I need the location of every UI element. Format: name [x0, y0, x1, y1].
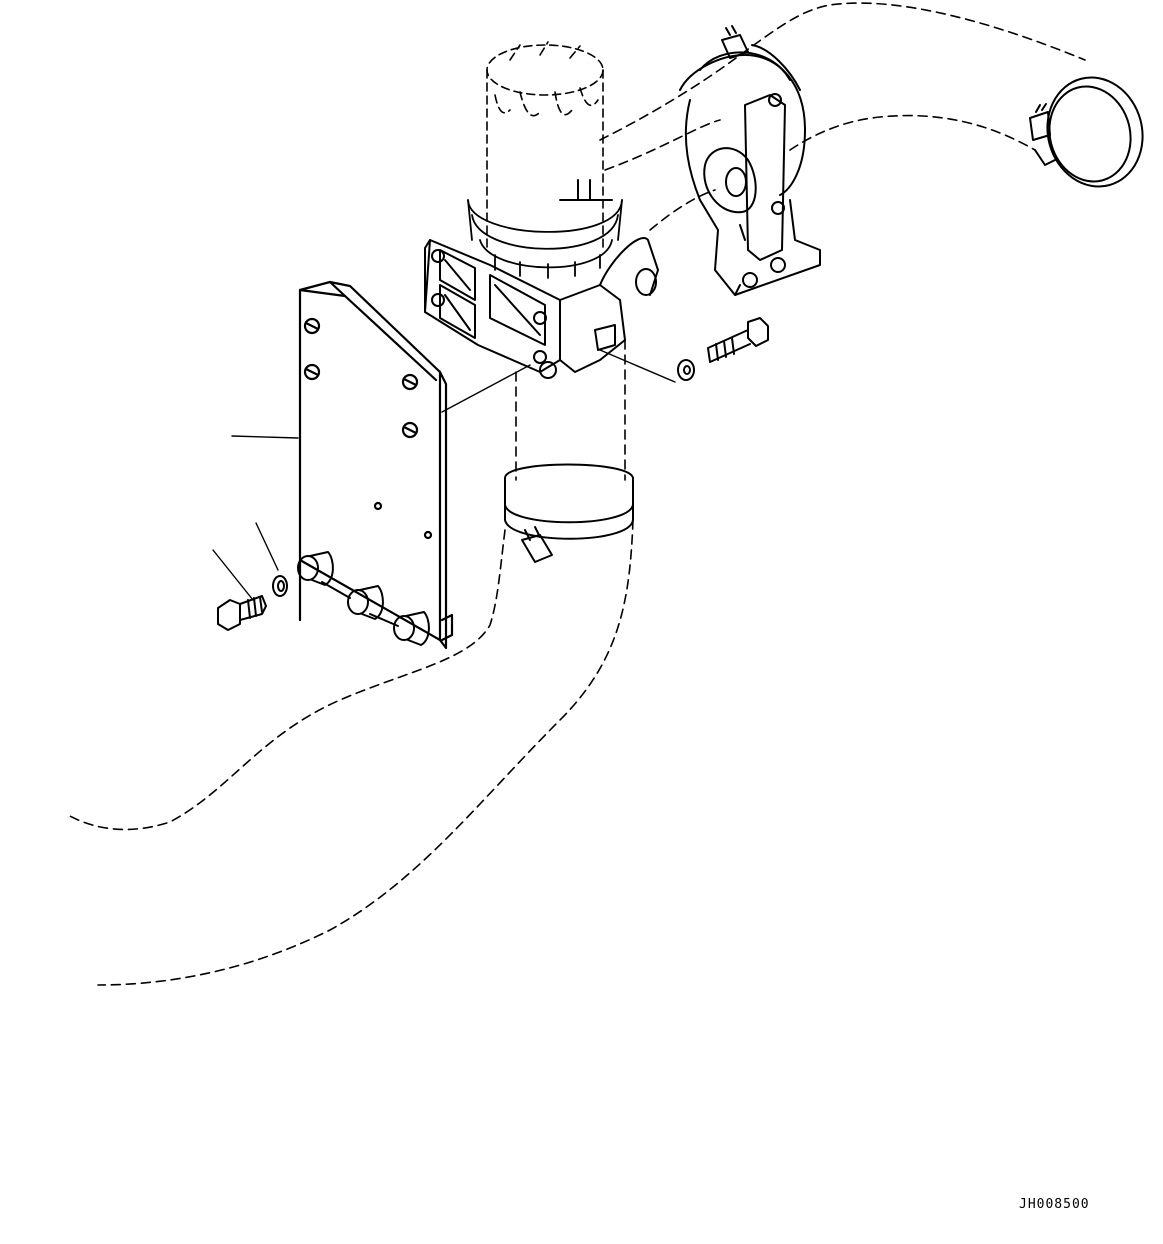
- elbow-pipe: [679, 51, 821, 296]
- hose-lower: [67, 339, 634, 986]
- leader-lines: [212, 349, 676, 601]
- washer-large: [677, 359, 695, 381]
- spacer-collar: [297, 551, 430, 646]
- filter-head-block: [424, 179, 659, 379]
- hose-clamp-lower: [504, 463, 634, 563]
- filter-collar: [467, 199, 623, 279]
- washer-small: [272, 575, 288, 597]
- hose-clamp-upper: [1029, 76, 1144, 188]
- hose-clamp-elbow: [721, 25, 801, 91]
- bolt-small: [217, 595, 267, 631]
- mounting-bracket: [298, 280, 454, 650]
- drawing-reference-code: JH008500: [1019, 1197, 1090, 1212]
- bolt-large: [707, 317, 769, 363]
- hose-upper: [599, 2, 1086, 231]
- filter-housing: [486, 41, 604, 251]
